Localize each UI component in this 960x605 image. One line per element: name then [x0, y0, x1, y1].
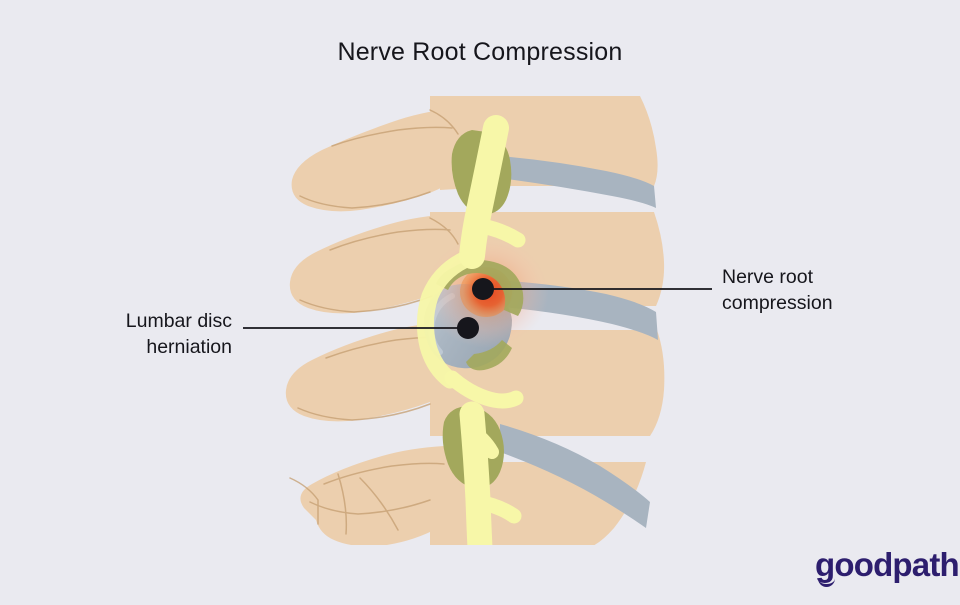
disc-lower	[500, 424, 650, 528]
nerve-branch-lower	[470, 494, 522, 524]
nerve-root-compressed	[416, 251, 473, 389]
nerve-trunk-upper	[459, 115, 509, 269]
nerve-root-exiting	[444, 370, 524, 409]
spinous-process-4	[300, 446, 468, 545]
disc-upper	[500, 156, 656, 208]
spinous-process-1	[291, 108, 473, 212]
ligament-lower-tip	[466, 340, 512, 371]
pedicle-4	[434, 470, 470, 545]
goodpath-logo[interactable]: goodpath	[815, 546, 960, 587]
nerve-tip-lower	[463, 423, 499, 459]
callout-leaders	[243, 278, 712, 339]
goodpath-logo-text: goodpath	[815, 546, 960, 583]
label-lumbar-disc-herniation: Lumbar disc herniation	[125, 310, 232, 358]
bone-contour-lines	[289, 109, 459, 535]
callout-dot-nerve-root	[472, 278, 494, 300]
figure-title: Nerve Root Compression	[337, 38, 623, 66]
nerve-branch-upper	[474, 218, 526, 248]
intervertebral-discs	[500, 156, 656, 528]
callout-dot-herniation	[457, 317, 479, 339]
label-nerve-root-compression: Nerve root compression	[722, 266, 833, 314]
ligament-mid-arc	[436, 260, 524, 316]
goodpath-smile-icon	[818, 575, 835, 587]
